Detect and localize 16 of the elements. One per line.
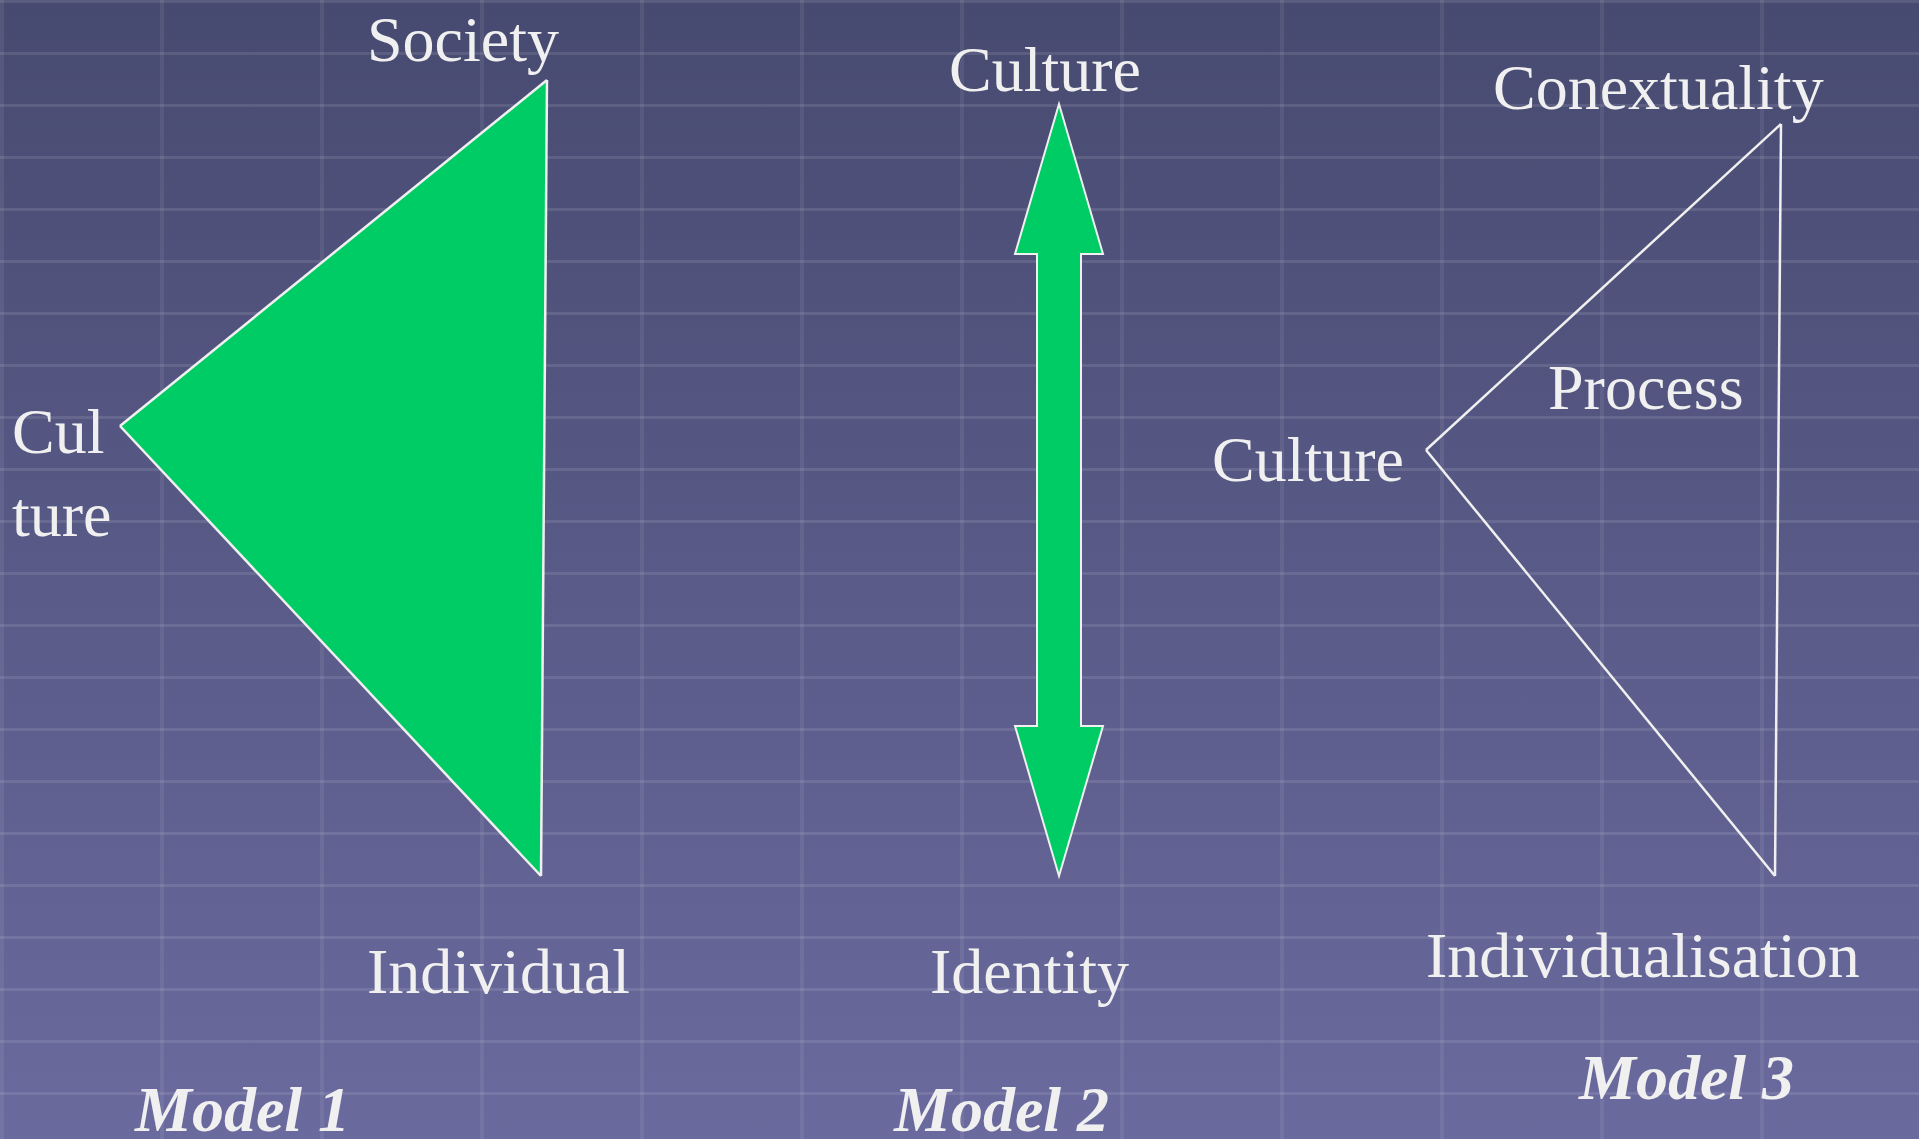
triangle-side [1425, 123, 1782, 451]
model-caption: Model 1 [135, 1078, 351, 1139]
triangle-side [1425, 449, 1776, 877]
triangle-side [539, 80, 549, 876]
triangle-side [119, 425, 542, 877]
vertex-label: Individualisation [1426, 924, 1902, 988]
vertex-label: Cul ture [12, 390, 118, 557]
vertex-label: Culture [1212, 428, 1424, 492]
inner-label: Process [1548, 356, 1744, 420]
triangle-side [1773, 124, 1783, 876]
arrow-end-label: Culture [949, 38, 1161, 102]
model-caption: Model 2 [894, 1078, 1110, 1139]
double-arrow [1013, 100, 1105, 880]
triangle-side [119, 79, 548, 427]
model-caption: Model 3 [1579, 1046, 1795, 1110]
vertex-label: Individual [367, 940, 657, 1004]
